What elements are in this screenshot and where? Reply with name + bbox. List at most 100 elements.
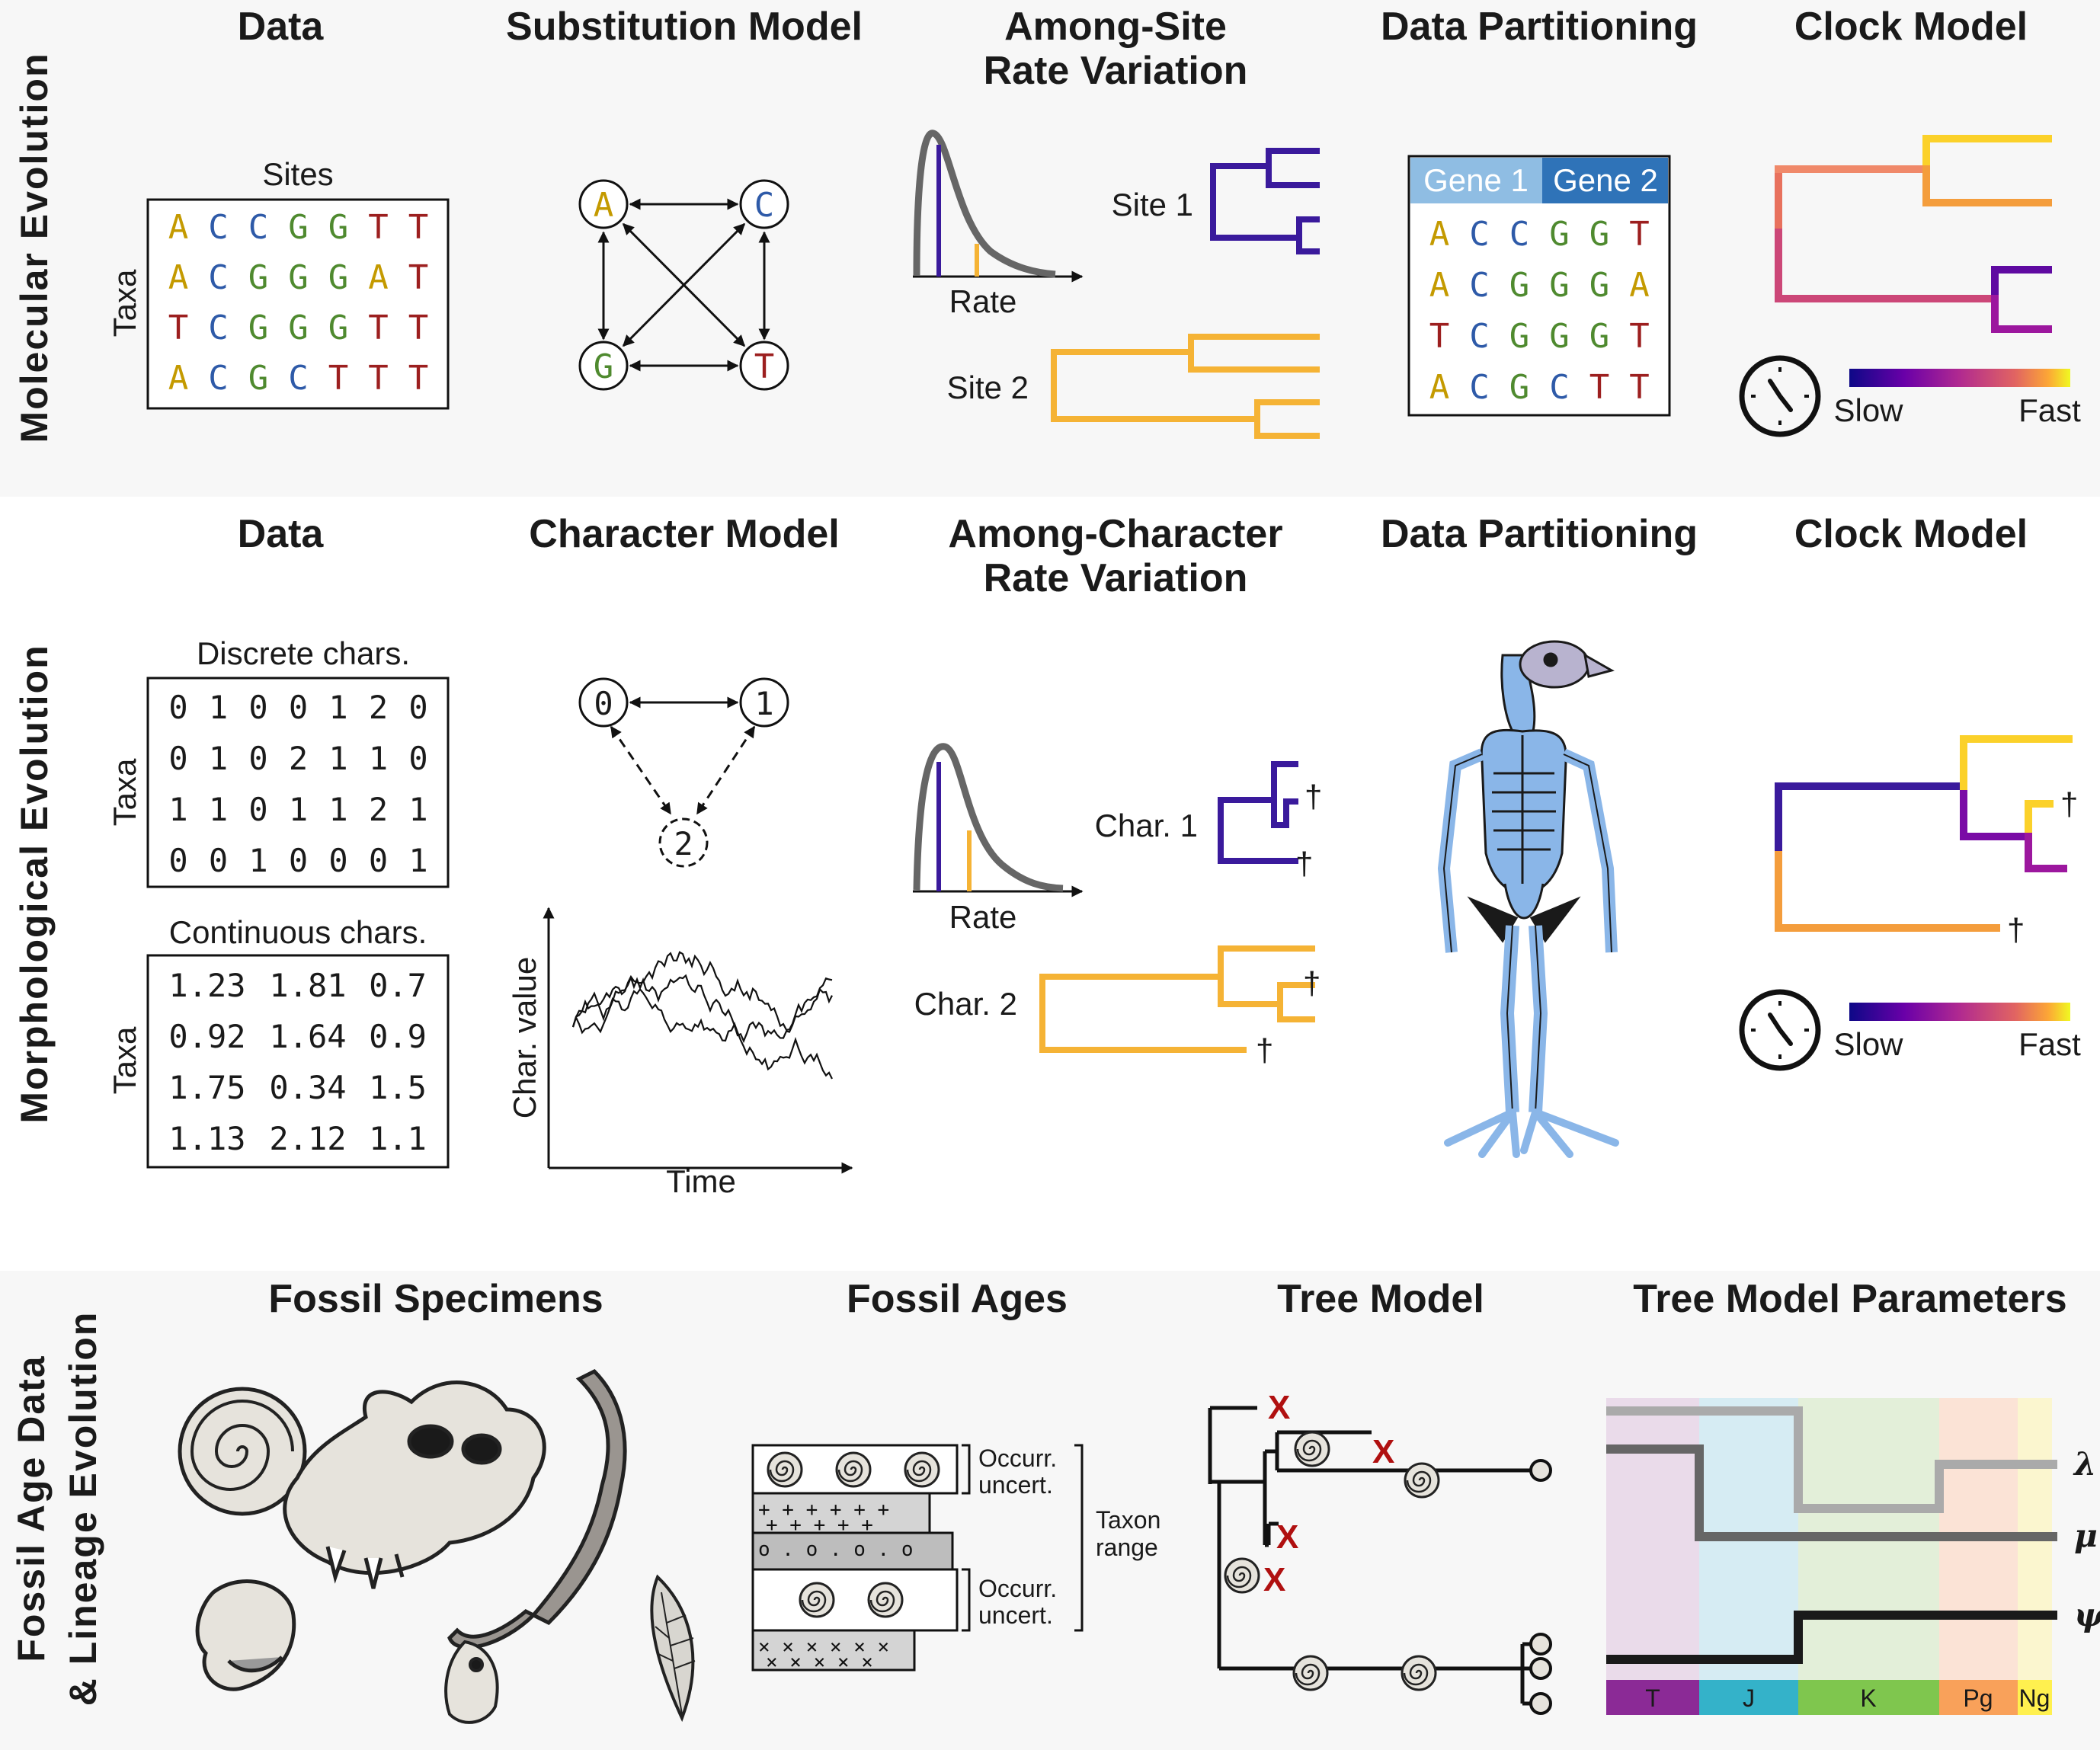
site2-label: Site 2 (947, 370, 1029, 405)
tree-ammonite-2 (1404, 1462, 1440, 1499)
nucleotide-node-label: G (594, 347, 614, 386)
clock-icon-morph (1739, 989, 1821, 1071)
partition-cell: C (1469, 368, 1490, 407)
morph-header-clock: Clock Model (1794, 512, 2028, 556)
alignment-cell: G (288, 309, 309, 347)
ammonite-illustration (178, 1387, 307, 1516)
char2-dagger-1: † (1303, 965, 1321, 1001)
tree-ammonite-4 (1292, 1655, 1329, 1691)
occurr-uncert-1-line1: Occurr. (978, 1444, 1057, 1472)
taxa-label-discrete: Taxa (107, 758, 142, 826)
partition-cell: G (1549, 215, 1570, 254)
taxa-label-continuous: Taxa (107, 1026, 142, 1094)
slow-label-morph: Slow (1833, 1026, 1903, 1062)
state-node-label: 2 (674, 825, 693, 862)
gene2-header (1542, 158, 1668, 203)
rate-colorbar-morph (1849, 1003, 2070, 1021)
alignment-cell: G (328, 309, 349, 347)
taxon-range-line2: range (1096, 1534, 1158, 1561)
svg-text:o . o . o . o: o . o . o . o (758, 1538, 914, 1561)
morph-clock-dagger-1: † (2060, 786, 2078, 822)
gamma-plot-mol (913, 130, 1084, 283)
state-node-label: 0 (594, 685, 613, 722)
partition-cell: G (1549, 317, 1570, 356)
continuous-cell: 1.64 (269, 1018, 346, 1055)
discrete-cell: 0 (289, 689, 308, 726)
gene2-label: Gene 2 (1553, 162, 1658, 198)
state-node (739, 677, 789, 728)
rate-colorbar-mol (1849, 369, 2070, 387)
partition-cell: T (1629, 317, 1650, 356)
nucleotide-node (739, 341, 789, 391)
continuous-box (146, 954, 450, 1169)
substitution-graph (597, 198, 770, 372)
continuous-cell: 1.1 (369, 1120, 427, 1157)
alignment-cell: C (208, 309, 229, 347)
alignment-cell: A (168, 258, 189, 297)
morph-header-partitioning: Data Partitioning (1381, 512, 1698, 556)
alignment-cell: G (248, 309, 269, 347)
discrete-cell: 0 (248, 740, 267, 777)
fbd-tree-tips (1529, 1459, 1552, 1715)
period-Ng: Ng (2019, 1684, 2050, 1712)
discrete-cell: 0 (168, 740, 187, 777)
brownian-path (571, 974, 833, 1044)
morph-header-acrv-1: Among-Character (948, 512, 1282, 556)
mol-header-asrv-1: Among-Site (1004, 5, 1227, 49)
discrete-cell: 0 (289, 842, 308, 879)
discrete-cell: 2 (369, 791, 388, 828)
partition-cell: A (1429, 266, 1450, 305)
partition-cell: C (1549, 368, 1570, 407)
gamma-plot-morph (913, 743, 1084, 897)
morph-clock-dagger-2: † (2007, 912, 2025, 948)
svg-text:× × × × ×: × × × × × (766, 1651, 873, 1674)
alignment-cell: T (328, 359, 349, 398)
parameter-lines (1606, 1406, 2057, 1664)
char2-tree (1039, 945, 1315, 1053)
partition-cell: G (1509, 317, 1530, 356)
nucleotide-node (578, 179, 629, 229)
param-psi: ψ (2074, 1596, 2100, 1633)
morph-header-acrv-2: Rate Variation (984, 556, 1248, 600)
discrete-cell: 1 (209, 689, 228, 726)
continuous-cell: 1.5 (369, 1069, 427, 1106)
mol-header-substitution: Substitution Model (506, 5, 863, 49)
discrete-cell: 1 (328, 791, 347, 828)
extinction-x-4: X (1263, 1561, 1285, 1598)
discrete-box (146, 677, 450, 888)
tree-ammonite-3 (1224, 1557, 1260, 1594)
partition-cell: T (1429, 317, 1450, 356)
continuous-cell: 1.13 (168, 1120, 245, 1157)
row-label-morphological: Morphological Evolution (13, 644, 56, 1123)
partition-cell: G (1589, 317, 1610, 356)
fossil-header-tree-model: Tree Model (1277, 1277, 1484, 1321)
fossil-header-parameters: Tree Model Parameters (1633, 1277, 2066, 1321)
discrete-cell: 0 (168, 689, 187, 726)
mol-header-partitioning: Data Partitioning (1381, 5, 1698, 49)
strat-ammonite-5 (867, 1582, 904, 1618)
alignment-cell: G (248, 258, 269, 297)
site1-label: Site 1 (1112, 187, 1193, 222)
deer-skull-illustration (444, 1640, 499, 1724)
discrete-cell: 1 (209, 791, 228, 828)
slow-label-mol: Slow (1833, 392, 1903, 428)
morph-header-data: Data (238, 512, 325, 556)
occurr-uncert-1-line2: uncert. (978, 1471, 1053, 1499)
antler-illustration (447, 1368, 627, 1649)
discrete-cell: 1 (289, 791, 308, 828)
char2-dagger-2: † (1256, 1032, 1273, 1068)
discrete-cell: 0 (248, 791, 267, 828)
discrete-label: Discrete chars. (197, 635, 410, 671)
char1-label: Char. 1 (1095, 808, 1198, 843)
strat-patterns: + + + + + + + + + + + o . o . o . o × × … (758, 1499, 914, 1674)
continuous-cell: 1.81 (269, 967, 346, 1004)
row-label-fossil-1: Fossil Age Data (10, 1355, 53, 1662)
nucleotide-node (739, 179, 789, 229)
partition-cell: G (1549, 266, 1570, 305)
alignment-cell: T (408, 208, 429, 247)
period-bar (1606, 1680, 2052, 1715)
